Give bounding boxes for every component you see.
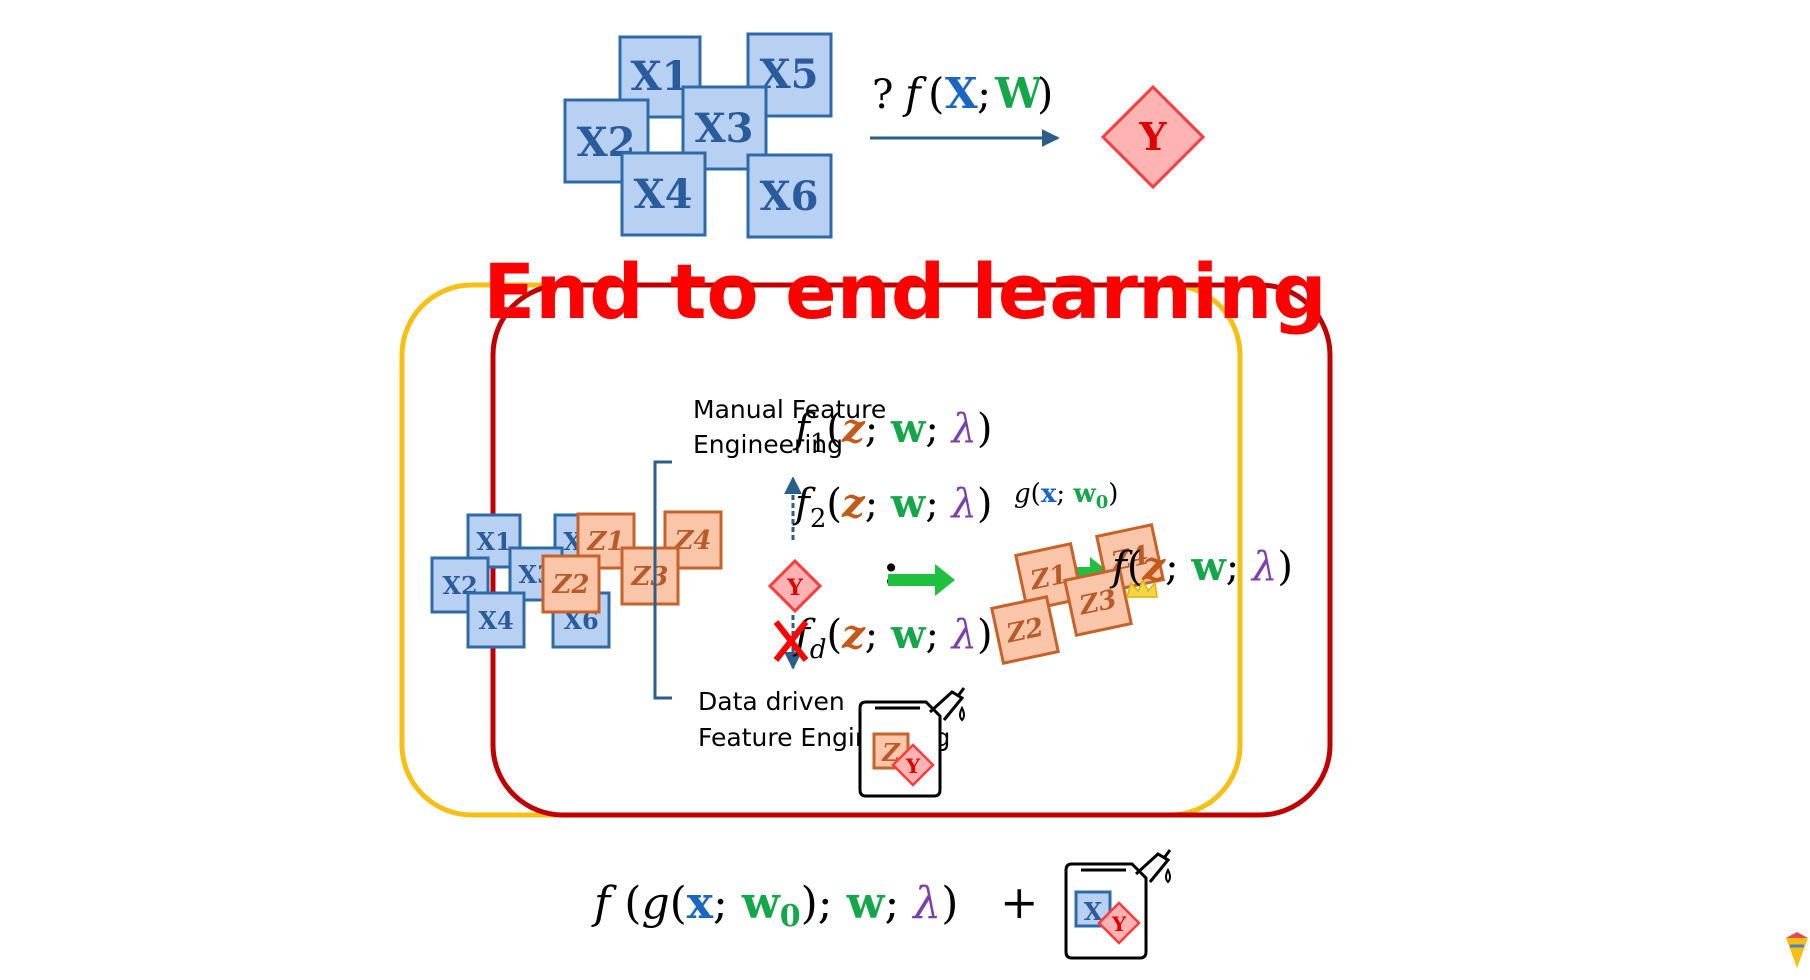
plus-sign: + (1000, 875, 1039, 929)
x-box-label: X4 (634, 171, 693, 218)
can-y-label: Y (1111, 912, 1127, 936)
func-w: W (994, 69, 1043, 118)
cross-icon (773, 620, 809, 662)
f-term-right: f(z; w; λ) (1109, 543, 1293, 590)
crown-icon (1126, 578, 1158, 598)
can-x-label: X (1084, 897, 1103, 926)
f-term-1: f1(z; w; λ) (792, 405, 993, 459)
logo-icon (1786, 932, 1808, 968)
svg-text:f1(z; w; λ): f1(z; w; λ) (792, 405, 993, 459)
svg-text:X1: X1 (476, 527, 511, 556)
svg-text:fd(z; w; λ): fd(z; w; λ) (792, 611, 993, 665)
manual-feature-line2: Engineering (693, 430, 843, 459)
func-x: X (945, 69, 978, 118)
svg-text:X4: X4 (478, 606, 513, 635)
g-label: g(x; w0) (1014, 479, 1118, 513)
can-z-label: Z (881, 738, 901, 767)
svg-text:Z2: Z2 (551, 570, 589, 600)
x-box-label: X3 (695, 105, 754, 152)
func-f: f (902, 69, 927, 118)
x-box-label: X6 (760, 173, 819, 220)
jerrycan-icon: Z Y (858, 687, 966, 798)
z-small-box: Z1 (576, 512, 636, 570)
title: End to end learning (483, 247, 1326, 336)
bracket (653, 460, 672, 700)
z-small-box: Z4 (663, 510, 723, 570)
data-driven-line1: Data driven (698, 687, 845, 716)
svg-text:Z3: Z3 (630, 562, 668, 592)
vertical-dots: : (883, 545, 899, 596)
paren-open: ( (928, 69, 944, 118)
x-box-label: X1 (631, 53, 690, 100)
bottom-formula: f (g(x; w0); w; λ) (591, 878, 958, 934)
manual-feature-line1: Manual Feature (693, 395, 886, 424)
paren-close: ) (1037, 69, 1053, 118)
svg-text:Z1: Z1 (586, 527, 624, 557)
z-small-box: Z1 (1014, 542, 1084, 612)
middle-z-cluster: Z1 Z4 Z2 Z3 (541, 510, 723, 614)
top-output-diamond: Y (1100, 84, 1206, 190)
f-term-d: fd(z; w; λ) (792, 611, 993, 665)
right-z-cluster: Z1 Z4 Z3 Z2 (990, 523, 1165, 665)
x-small-box: X4 (466, 591, 526, 649)
svg-text:f2(z; w; λ): f2(z; w; λ) (792, 480, 993, 534)
x-box-label: X5 (760, 51, 819, 98)
z-small-box: Z2 (990, 595, 1060, 665)
z-small-box: Z3 (620, 546, 680, 606)
z-small-box: Z2 (541, 554, 601, 614)
middle-y-diamond: Y (767, 558, 823, 614)
x-box: X5 (746, 32, 833, 118)
y-label: Y (1138, 114, 1167, 159)
semicolon: ; (977, 69, 991, 118)
top-function-label: ? f ( X ; W ) (872, 69, 1053, 118)
svg-text:Z4: Z4 (673, 526, 711, 556)
svg-text:Y: Y (786, 575, 803, 601)
can-y-label: Y (905, 754, 921, 778)
f-term-2: f2(z; w; λ) (792, 480, 993, 534)
x-box: X4 (620, 151, 707, 237)
svg-text:f(z; w; λ): f(z; w; λ) (1109, 543, 1293, 590)
jerrycan-icon: X Y (1064, 849, 1172, 960)
svg-text:f (g(x; w0); w; λ): f (g(x; w0); w; λ) (591, 878, 958, 934)
z-small-box: Z3 (1063, 567, 1133, 637)
top-input-cluster: X1 X5 X2 X3 X4 X6 (563, 32, 833, 239)
x-box: X6 (746, 153, 833, 239)
green-arrow-1 (888, 564, 955, 596)
svg-text:g(x; w0): g(x; w0) (1014, 479, 1118, 513)
question-mark: ? (872, 72, 893, 118)
